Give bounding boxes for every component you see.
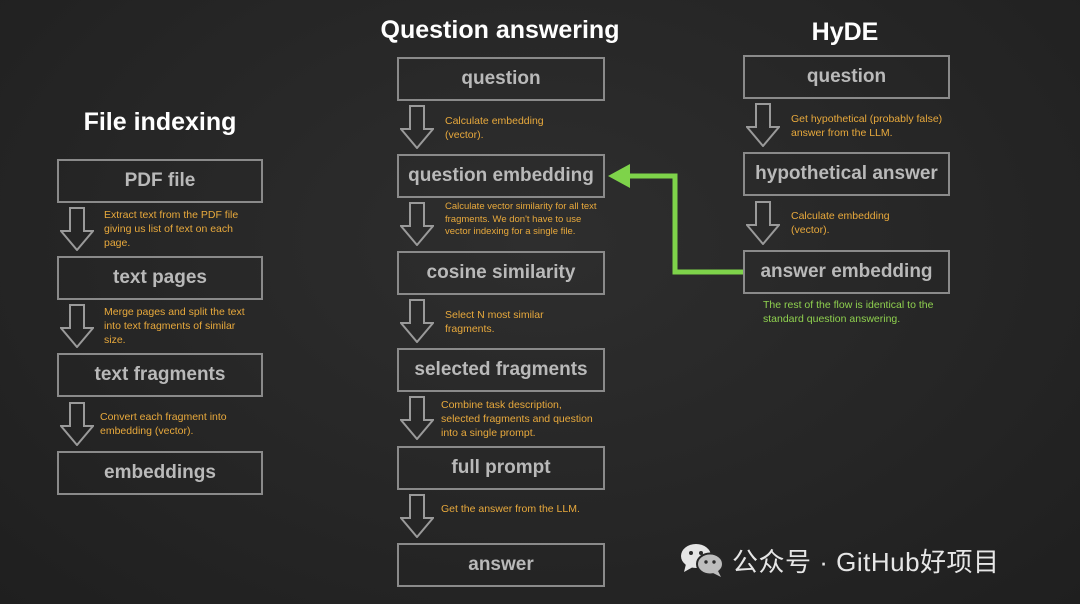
cosine-similarity-box: cosine similarity — [397, 251, 605, 295]
file-indexing-note-1: Extract text from the PDF file giving us… — [104, 209, 239, 249]
pdf-file-box: PDF file — [57, 159, 263, 203]
file-indexing-note-3: Convert each fragment into embedding (ve… — [100, 411, 227, 437]
embeddings-box: embeddings — [57, 451, 263, 495]
down-arrow-icon — [400, 299, 434, 343]
question-answering-title: Question answering — [380, 16, 620, 44]
qa-note-3: Select N most similar fragments. — [445, 309, 544, 335]
connector-arrow — [608, 164, 743, 275]
selected-fragments-box: selected fragments — [397, 348, 605, 392]
file-indexing-note-2: Merge pages and split the text into text… — [104, 306, 245, 346]
qa-note-1: Calculate embedding (vector). — [445, 115, 544, 141]
file-indexing-title: File indexing — [83, 108, 237, 136]
down-arrow-icon — [60, 304, 94, 348]
down-arrow-icon — [746, 103, 780, 147]
hyde-question-box: question — [743, 55, 950, 99]
hyde-title: HyDE — [811, 18, 879, 46]
qa-note-5: Get the answer from the LLM. — [441, 503, 580, 515]
question-embedding-box: question embedding — [397, 154, 605, 198]
hyde-note-2: Calculate embedding (vector). — [791, 210, 890, 236]
down-arrow-icon — [400, 105, 434, 149]
question-box: question — [397, 57, 605, 101]
wechat-icon — [681, 544, 724, 577]
text-fragments-box: text fragments — [57, 353, 263, 397]
down-arrow-icon — [60, 402, 94, 446]
down-arrow-icon — [400, 202, 434, 246]
down-arrow-icon — [60, 207, 94, 251]
full-prompt-box: full prompt — [397, 446, 605, 490]
down-arrow-icon — [400, 494, 434, 538]
down-arrow-icon — [746, 201, 780, 245]
watermark-text: 公众号 · GitHub好项目 — [732, 546, 1000, 577]
hyde-footer-note: The rest of the flow is identical to the… — [763, 299, 934, 325]
text-pages-box: text pages — [57, 256, 263, 300]
answer-box: answer — [397, 543, 605, 587]
down-arrow-icon — [400, 396, 434, 440]
qa-note-2: Calculate vector similarity for all text… — [445, 201, 597, 237]
hypothetical-answer-box: hypothetical answer — [743, 152, 950, 196]
qa-note-4: Combine task description, selected fragm… — [441, 399, 593, 439]
watermark: 公众号 · GitHub好项目 — [680, 540, 1000, 580]
hyde-note-1: Get hypothetical (probably false) answer… — [791, 113, 943, 139]
answer-embedding-box: answer embedding — [743, 250, 950, 294]
